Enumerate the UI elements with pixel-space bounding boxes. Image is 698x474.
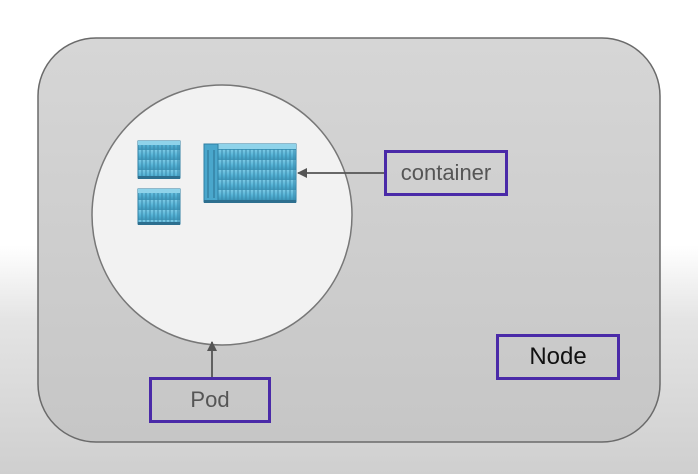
node-label: Node [496, 334, 620, 380]
pod-label: Pod [149, 377, 271, 423]
pod-circle [91, 84, 353, 346]
container-label: container [384, 150, 508, 196]
shipping-container-icon [137, 188, 181, 225]
shipping-container-icon [137, 140, 181, 179]
shipping-container-icon [203, 143, 297, 203]
